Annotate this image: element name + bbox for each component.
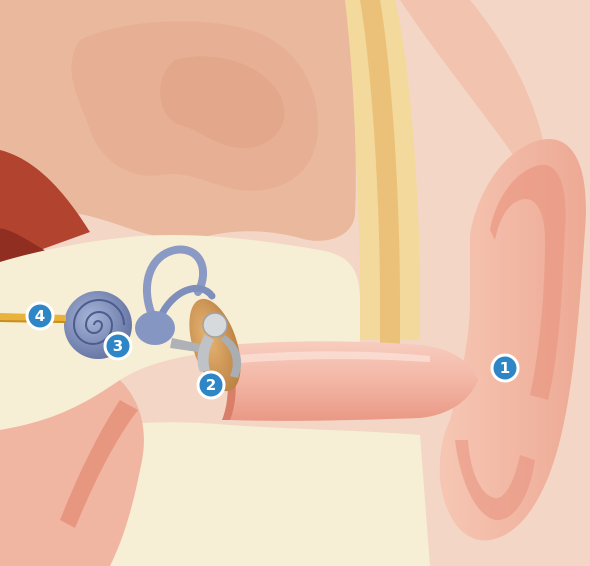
vestibule xyxy=(135,311,175,345)
marker-3: 3 xyxy=(105,333,131,359)
ossicle-malleus-head xyxy=(203,313,227,337)
marker-3-label: 3 xyxy=(113,337,123,355)
marker-2-label: 2 xyxy=(206,376,216,394)
marker-2: 2 xyxy=(198,372,224,398)
marker-1: 1 xyxy=(492,355,518,381)
marker-1-label: 1 xyxy=(500,359,510,377)
marker-4-label: 4 xyxy=(35,307,45,325)
marker-4: 4 xyxy=(27,303,53,329)
